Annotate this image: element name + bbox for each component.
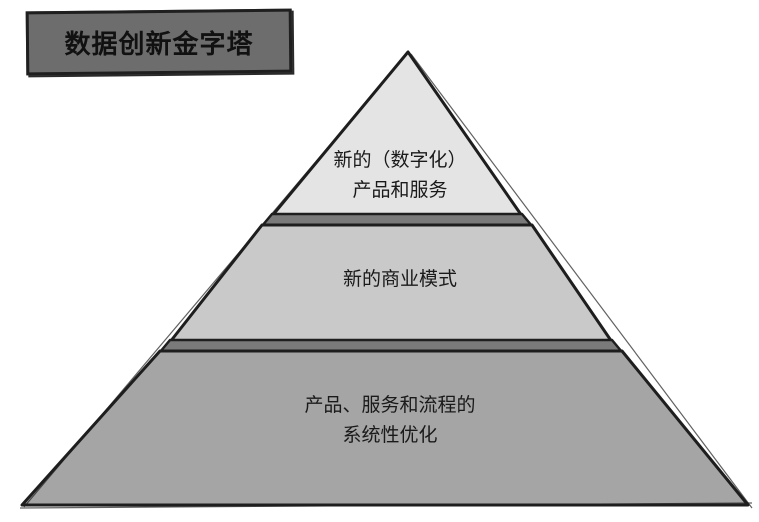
tier-label-middle: 新的商业模式 [342,268,457,290]
tier-label-top: 新的（数字化） 产品和服务 [333,149,467,201]
sketch-edge-left [23,54,407,508]
sketch-edge-base [19,502,753,509]
diagram-title: 数据创新金字塔 [64,29,254,60]
pyramid-bottom-tier [20,349,750,507]
tier-label-bottom: 产品、服务和流程的 系统性优化 [304,394,476,446]
sketch-edge-right [410,53,753,509]
